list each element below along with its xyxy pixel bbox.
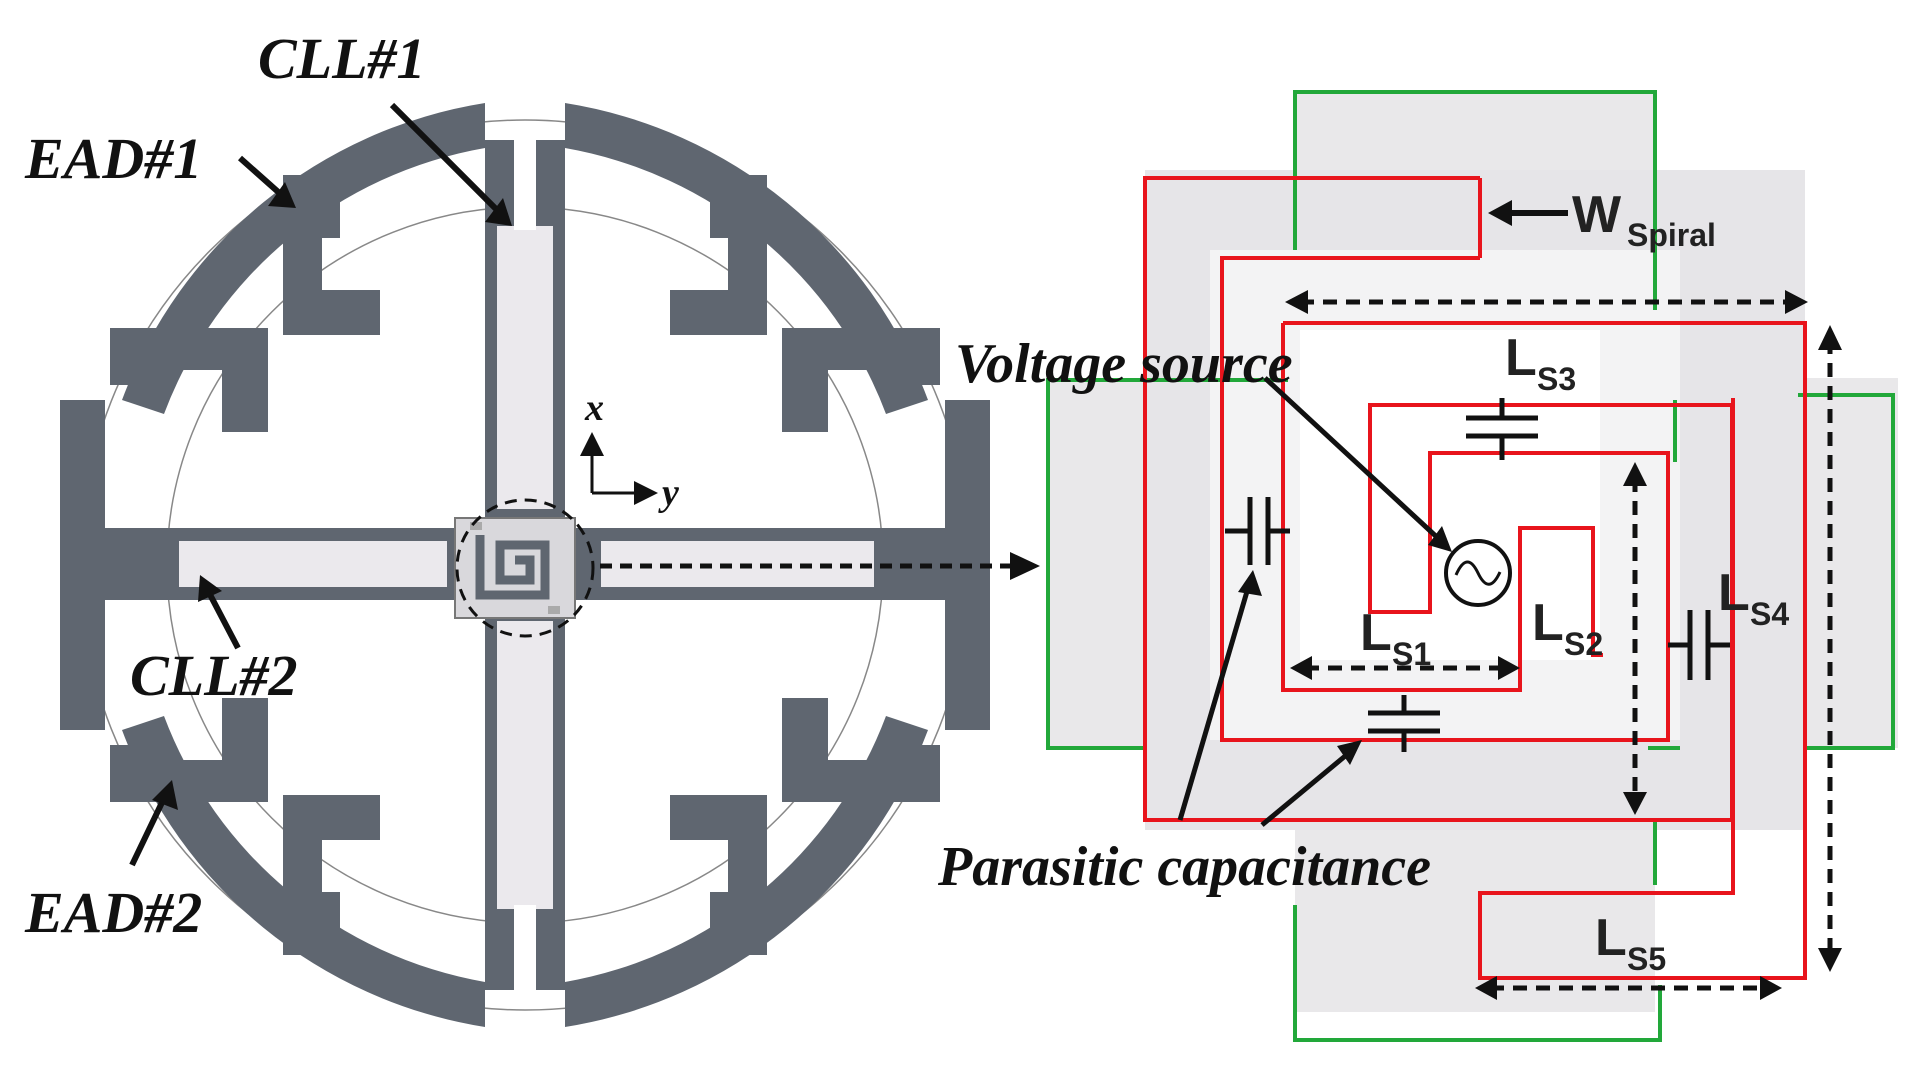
ls4-main: L bbox=[1718, 564, 1750, 622]
parasitic-capacitance-label: Parasitic capacitance bbox=[937, 836, 1431, 898]
ls2-main: L bbox=[1532, 594, 1564, 652]
ls5-sub: S5 bbox=[1627, 941, 1666, 977]
ead1-label: EAD#1 bbox=[24, 126, 202, 191]
cll1-label: CLL#1 bbox=[258, 26, 426, 91]
parasitic-pointer-2 bbox=[1260, 750, 1352, 827]
dimension-arrowheads bbox=[1285, 290, 1842, 1000]
ead-hooks bbox=[110, 175, 940, 955]
cll1-pointer bbox=[389, 102, 508, 221]
parasitic-pointer-1 bbox=[1177, 587, 1251, 821]
ground-outline bbox=[1046, 90, 1895, 1042]
ead2-label: EAD#2 bbox=[24, 880, 202, 945]
spiral-outer-track bbox=[1143, 176, 1734, 822]
zoom-arrow-head bbox=[1010, 552, 1040, 580]
ls5-main: L bbox=[1595, 909, 1627, 967]
spiral-arm-3 bbox=[1283, 321, 1807, 980]
ls3-main: L bbox=[1505, 329, 1537, 387]
capacitor-symbols bbox=[1225, 398, 1730, 752]
cll2-label: CLL#2 bbox=[130, 643, 298, 708]
spiral-detail: Voltage source Parasitic capacitance W S… bbox=[937, 90, 1898, 1042]
ls1-sub: S1 bbox=[1392, 636, 1431, 672]
voltage-source-label: Voltage source bbox=[955, 333, 1293, 395]
ls4-sub: S4 bbox=[1750, 596, 1789, 632]
ead1-pointer bbox=[238, 155, 287, 201]
zoom-circle bbox=[455, 498, 595, 638]
ls1-main: L bbox=[1360, 604, 1392, 662]
center-spiral bbox=[454, 498, 595, 638]
ls3-sub: S3 bbox=[1537, 361, 1576, 397]
spiral-inner-track bbox=[1281, 323, 1603, 692]
voltage-source-pointer bbox=[1263, 376, 1442, 542]
antenna-top-view: x y CLL#1 EAD#1 CLL#2 EAD#2 bbox=[24, 26, 1040, 1027]
ls2-sub: S2 bbox=[1564, 626, 1603, 662]
axis-indicator: x y bbox=[580, 387, 679, 514]
wspiral-sub: Spiral bbox=[1627, 217, 1716, 253]
axis-y-label: y bbox=[658, 472, 679, 514]
axis-x-label: x bbox=[584, 387, 604, 429]
dimension-lines bbox=[1300, 299, 1833, 991]
wspiral-main: W bbox=[1572, 186, 1622, 244]
